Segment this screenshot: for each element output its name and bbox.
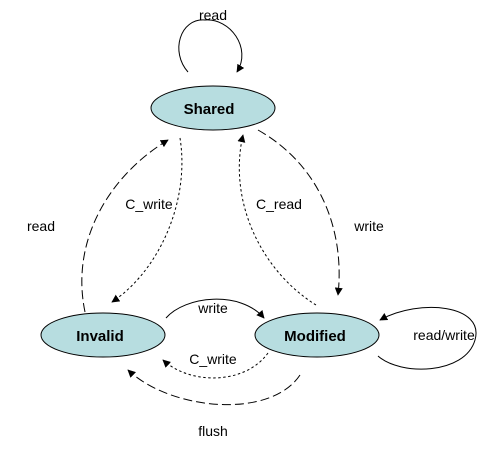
state-invalid: Invalid	[40, 312, 166, 358]
state-shared-label: Shared	[184, 101, 235, 118]
state-shared: Shared	[150, 85, 276, 131]
label-shared-to-invalid-c-write: C_write	[125, 196, 173, 212]
edge-modified-to-invalid-flush	[127, 369, 301, 406]
edge-modified-to-shared-c-read	[237, 134, 317, 306]
label-shared-self-read: read	[199, 7, 227, 23]
state-shared-ellipse	[150, 85, 276, 131]
label-modified-self-read-write: read/write	[413, 327, 475, 343]
label-shared-to-modified-write: write	[353, 218, 384, 234]
edge-modified-self-read-write	[377, 306, 477, 370]
edge-shared-to-invalid-c-write	[111, 137, 183, 303]
state-modified: Modified	[254, 312, 380, 358]
label-modified-to-invalid-c-write: C_write	[189, 351, 237, 367]
label-modified-to-invalid-flush: flush	[198, 423, 228, 439]
edge-invalid-to-modified-write	[165, 298, 265, 319]
state-invalid-ellipse	[40, 312, 166, 358]
label-invalid-to-modified-write: write	[197, 300, 228, 316]
edge-invalid-to-shared-read	[81, 139, 169, 313]
label-invalid-to-shared-read: read	[27, 218, 55, 234]
edge-shared-self-read	[178, 19, 245, 73]
state-modified-label: Modified	[284, 328, 346, 345]
label-modified-to-shared-c-read: C_read	[256, 196, 302, 212]
state-invalid-label: Invalid	[76, 328, 124, 345]
edge-shared-to-modified-write	[257, 129, 343, 296]
state-modified-ellipse	[254, 312, 380, 358]
